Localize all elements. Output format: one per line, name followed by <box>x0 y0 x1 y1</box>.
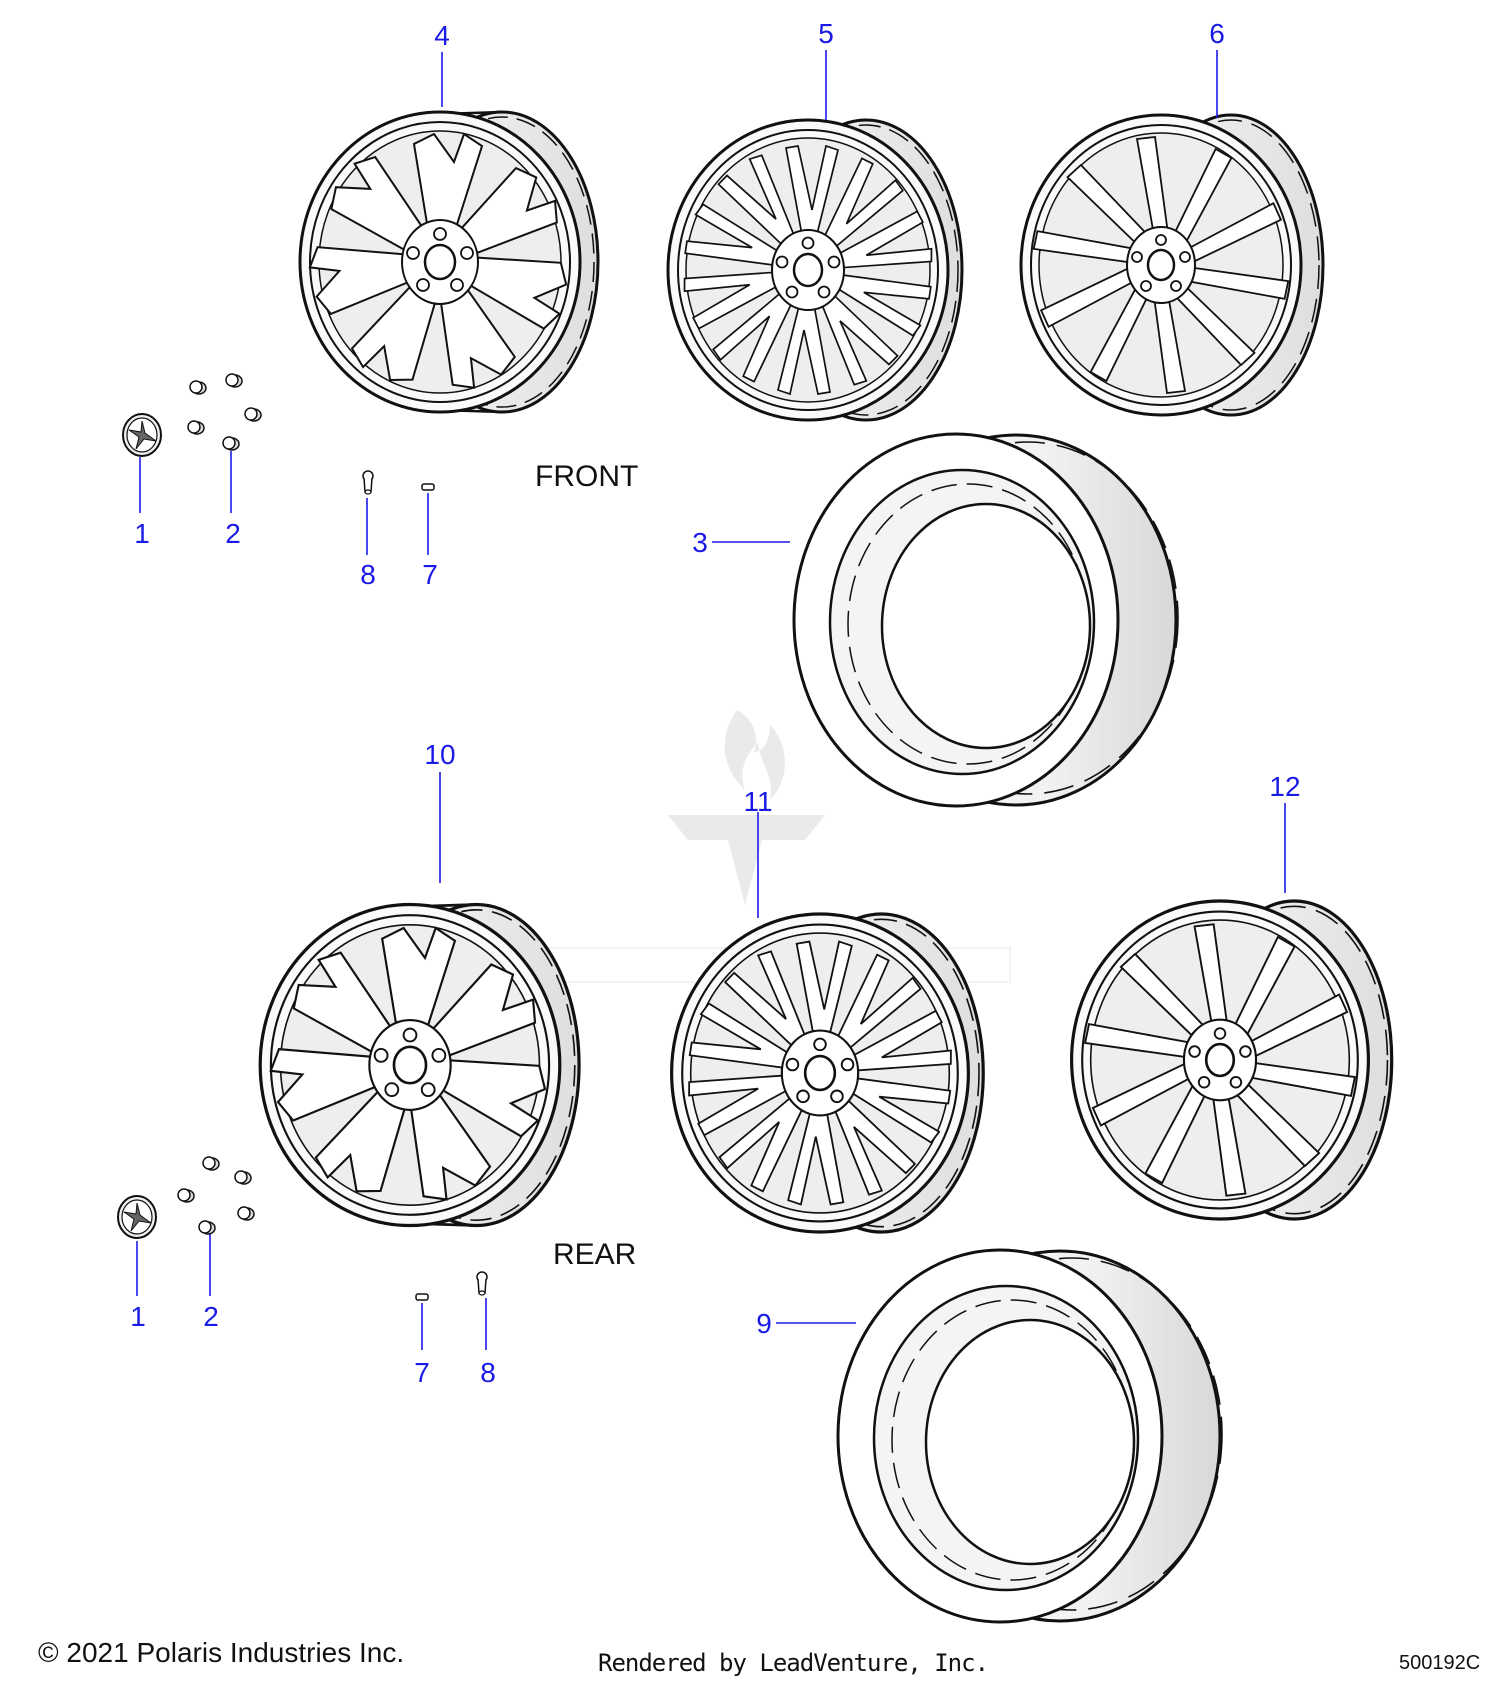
callout-rear-9: 9 <box>756 1308 772 1339</box>
lug-nut-icon <box>177 1188 195 1203</box>
tire-front <box>792 432 1180 808</box>
wheel-7-spoke-front <box>300 112 598 412</box>
rear-section-label: REAR <box>553 1238 636 1271</box>
callout-front-5: 5 <box>818 18 834 49</box>
callout-leaders <box>136 50 1286 1350</box>
callout-rear-8: 8 <box>480 1357 496 1388</box>
lug-nut-icon <box>244 407 262 422</box>
diagram-id: 500192C <box>1399 1652 1481 1674</box>
wheel-10-spoke-rear <box>1072 901 1392 1219</box>
tpms-sensor-rear <box>415 1293 429 1301</box>
callout-rear-2: 2 <box>203 1301 219 1332</box>
lug-nut-icon <box>237 1206 255 1221</box>
lug-nut-icon <box>234 1170 252 1185</box>
tpms-sensor-front <box>421 483 435 491</box>
callout-rear-10: 10 <box>424 739 455 770</box>
callout-front-8: 8 <box>360 559 376 590</box>
center-cap-rear <box>117 1195 157 1239</box>
callout-front-2: 2 <box>225 518 241 549</box>
copyright-text: © 2021 Polaris Industries Inc. <box>38 1637 405 1668</box>
front-wheel-assembly <box>122 112 1323 808</box>
callout-front-3: 3 <box>692 527 708 558</box>
tire-rear <box>836 1248 1224 1624</box>
callout-front-7: 7 <box>422 559 438 590</box>
lug-nuts-front <box>187 373 262 451</box>
lug-nut-icon <box>187 420 205 435</box>
center-cap-front <box>122 413 162 457</box>
lug-nut-icon <box>225 373 243 388</box>
callout-front-6: 6 <box>1209 18 1225 49</box>
callout-rear-1: 1 <box>130 1301 146 1332</box>
valve-stem-front <box>362 470 374 495</box>
callout-rear-11: 11 <box>743 786 772 817</box>
callout-front-4: 4 <box>434 20 450 51</box>
lug-nut-icon <box>189 380 207 395</box>
lug-nut-icon <box>202 1156 220 1171</box>
lug-nuts-rear <box>177 1156 255 1235</box>
callout-numbers: 4 5 6 1 2 8 7 3 10 11 12 1 2 7 8 9 <box>130 18 1300 1388</box>
leadventure-flame-logo <box>724 710 785 800</box>
callout-front-1: 1 <box>134 518 150 549</box>
rear-wheel-assembly <box>117 901 1392 1624</box>
wheel-7-spoke-rear <box>260 905 579 1226</box>
lug-nut-icon <box>198 1220 216 1235</box>
wheel-mesh-rear <box>672 914 984 1232</box>
wheel-mesh-front <box>668 120 962 420</box>
rendered-by-text: Rendered by LeadVenture, Inc. <box>598 1649 989 1677</box>
callout-rear-7: 7 <box>414 1357 430 1388</box>
valve-stem-rear <box>476 1271 488 1296</box>
lug-nut-icon <box>222 436 240 451</box>
wheel-10-spoke-front <box>1021 115 1323 415</box>
callout-rear-12: 12 <box>1269 771 1300 802</box>
front-section-label: FRONT <box>535 460 638 493</box>
